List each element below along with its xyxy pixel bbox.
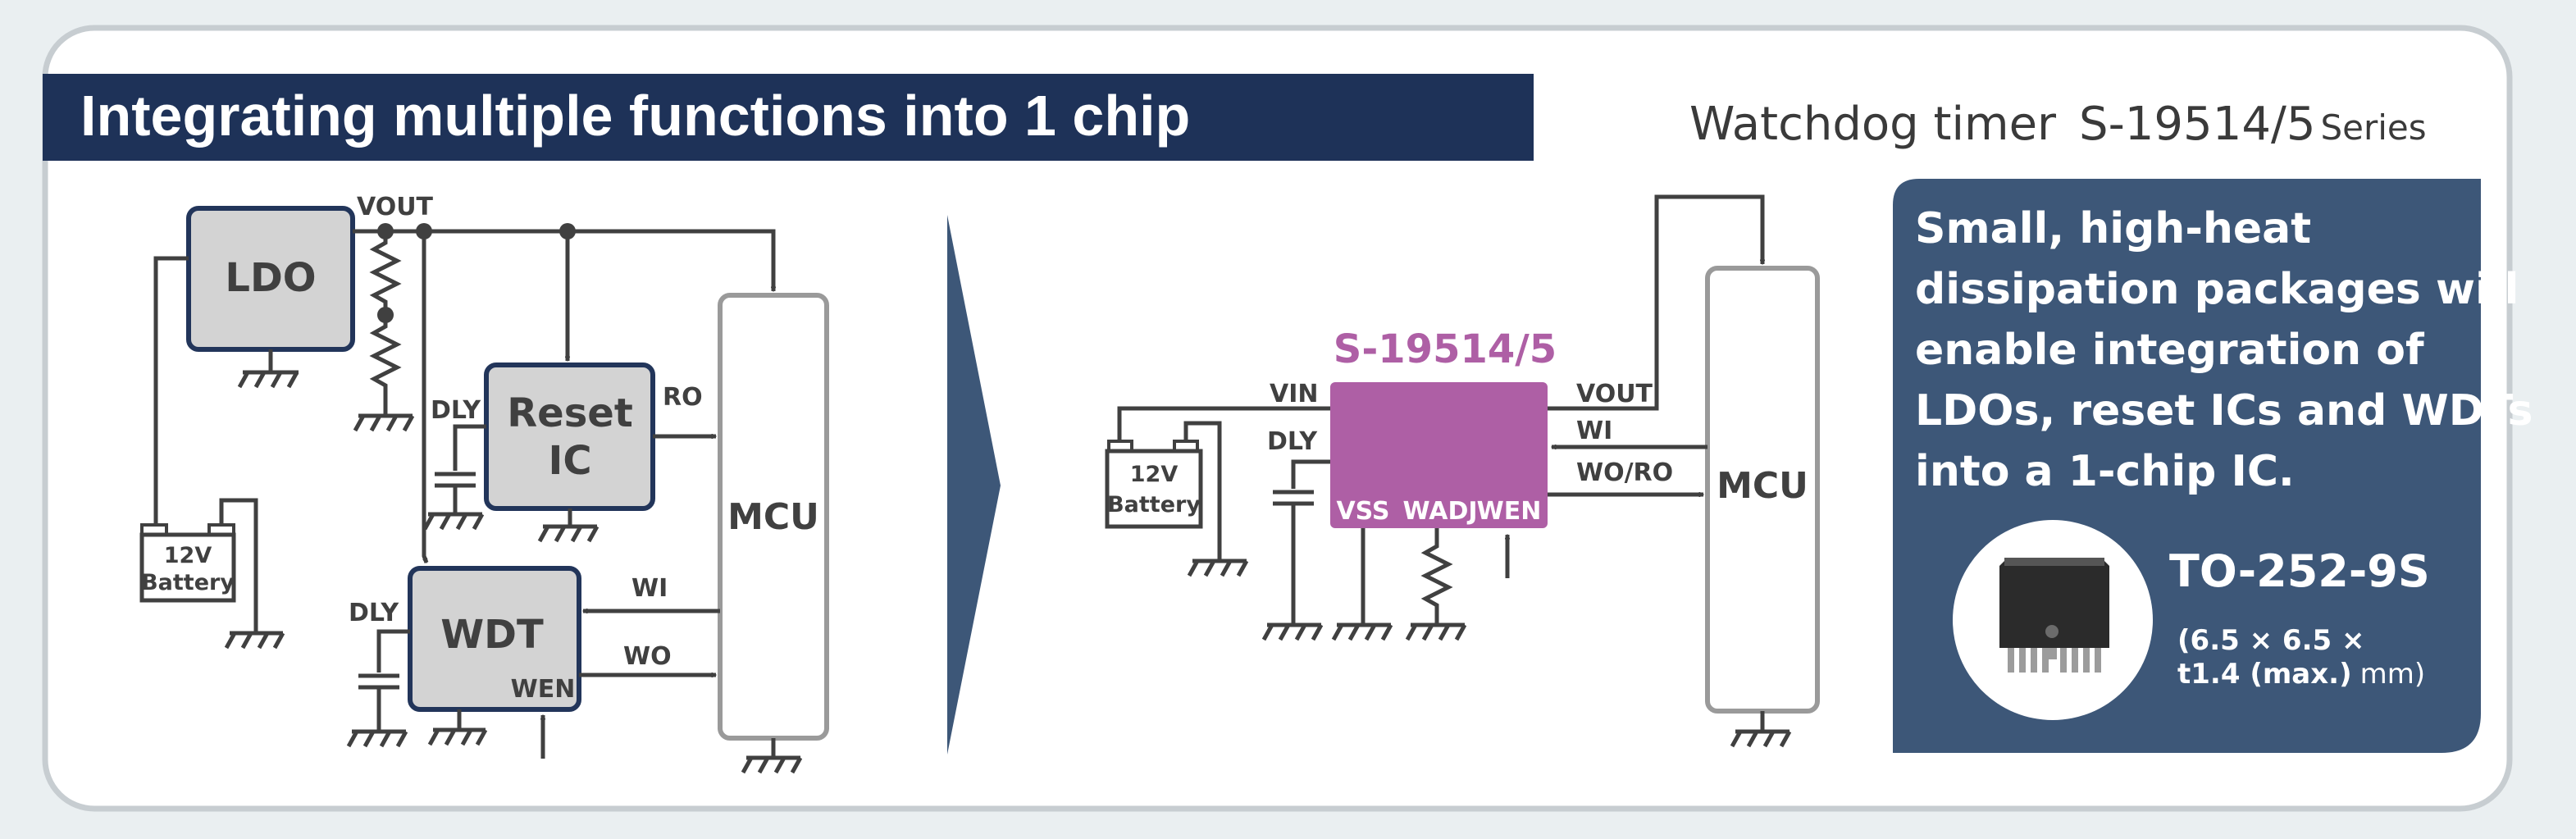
wdt-wen-label: WEN [511,675,576,704]
info-line-5: into a 1-chip IC. [1915,447,2295,496]
reset-ic-ground [537,508,600,543]
title-banner [43,74,1534,161]
battery-after-ground-wire [1183,421,1222,559]
wadj-ground [1405,622,1467,641]
reset-ic-label-line1: Reset [507,390,633,436]
info-line-1: Small, high-heat [1915,204,2311,253]
after-diagram: S-19514/5 VSS WADJ WEN VIN 12V Battery D… [1105,194,1820,748]
battery-before [139,532,236,603]
dly-wdt-ground [346,729,408,748]
package-chip-icon [1999,558,2109,673]
vout-label-before: VOUT [357,193,434,221]
dly-after-ground [1261,622,1324,641]
wi-label: WI [631,574,668,603]
battery-ground-wire [219,498,258,632]
package-name: TO-252-9S [2169,545,2430,597]
divider-ground [353,406,415,432]
battery-after-ground [1187,559,1249,577]
mcu-before-ground [741,738,803,774]
dly-reset-ground [422,512,485,531]
vout-bus [353,229,773,291]
page-title: Integrating multiple functions into 1 ch… [80,84,1190,148]
chip-wen-pin: WEN [1477,497,1542,526]
chip-block [1330,382,1548,528]
vss-ground [1331,622,1393,641]
before-diagram: LDO Reset IC WDT WEN MCU VOUT [139,193,829,774]
dly-reset-wire [453,424,486,471]
vout-after-wire [1548,194,1762,411]
dly-wdt-wire [376,629,410,673]
dly-wdt-capacitor [358,673,399,730]
ldo-ground [237,349,299,389]
dly-after-wire [1291,459,1330,489]
dly-after-capacitor [1273,490,1314,623]
battery-to-ldo [153,256,189,533]
reset-ic-block [484,363,655,511]
chip-wadj-pin: WADJ [1402,497,1477,526]
battery-after-line2: Battery [1107,492,1201,518]
wdt-ground [427,709,488,746]
dly-wdt-label: DLY [349,599,399,627]
package-dims-line1: (6.5 × 6.5 × [2177,624,2365,657]
vin-wire [1117,406,1330,443]
ro-label: RO [663,383,703,412]
mcu-after-ground [1730,711,1792,748]
battery-before-line2: Battery [141,570,235,595]
dly-reset-capacitor [435,472,476,513]
battery-before-line1: 12V [164,543,212,568]
dly-reset-label: DLY [431,396,481,425]
wo-ro-label: WO/RO [1576,458,1673,487]
wdt-label: WDT [440,612,544,658]
chip-name: S-19514/5 [1334,326,1557,372]
package-dims-line2: t1.4 (max.)mm) [2177,658,2425,691]
dly-after-label: DLY [1267,427,1318,456]
transition-chevron [947,215,1001,755]
wi-after-label: WI [1576,417,1612,445]
mcu-label-before: MCU [727,496,819,538]
info-panel: Small, high-heat dissipation packages wi… [1893,179,2533,753]
mcu-label-after: MCU [1717,465,1808,507]
divider-resistor-bottom [369,315,402,406]
info-line-3: enable integration of [1915,326,2425,375]
info-line-2: dissipation packages will [1915,265,2519,314]
battery-after-line1: 12V [1130,462,1179,487]
wadj-resistor [1420,528,1453,623]
info-line-4: LDOs, reset ICs and WDTs [1915,386,2533,435]
vout-after-label: VOUT [1576,380,1653,408]
ldo-label: LDO [225,255,316,301]
battery-after [1105,449,1203,529]
chip-vss-pin: VSS [1336,497,1389,526]
battery-before-ground [224,631,285,650]
divider-resistor-top [369,231,402,315]
wo-label: WO [623,642,672,671]
reset-ic-label-line2: IC [548,438,591,484]
vin-label: VIN [1270,380,1319,408]
vout-to-wdt [422,231,429,563]
wdt-block [408,566,581,712]
